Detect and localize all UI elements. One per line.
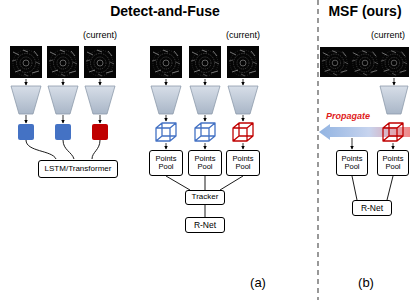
flow-arrow	[166, 143, 167, 149]
panel-title: MSF (ours)	[328, 4, 401, 19]
propagate-label: Propagate	[326, 112, 370, 122]
3d-box	[383, 123, 403, 141]
connector	[352, 176, 357, 200]
panel-tag: (a)	[250, 276, 266, 290]
3d-box	[195, 123, 215, 141]
connector	[166, 176, 190, 190]
node-text: R-Net	[361, 204, 383, 213]
fusion-line	[92, 140, 100, 159]
points-pool-box: Points Pool	[149, 150, 183, 176]
propagate-arrow	[319, 124, 410, 140]
encoder	[151, 86, 181, 114]
encoder	[11, 86, 41, 114]
lidar-scan	[379, 47, 409, 77]
flow-arrow	[166, 115, 167, 121]
flow-arrow	[63, 79, 64, 85]
panel-tag: (b)	[358, 276, 374, 290]
flow-arrow	[393, 143, 394, 149]
lidar-scan	[350, 47, 380, 77]
feature-map	[55, 124, 71, 140]
flow-arrow	[243, 79, 244, 85]
lidar-scans	[10, 46, 409, 78]
flow-arrow	[26, 79, 27, 85]
frame-tag: (current)	[371, 31, 405, 41]
lidar-scan	[47, 46, 79, 78]
divider-line	[317, 0, 318, 300]
flow-arrow	[205, 79, 206, 85]
lidar-scan	[189, 46, 221, 78]
frame-tag: (current)	[83, 31, 117, 41]
3d-box	[233, 123, 253, 141]
encoders	[11, 86, 408, 114]
flow-arrow	[100, 115, 101, 123]
refine-net-box: R-Net	[352, 200, 392, 216]
node-text: Points Pool	[337, 155, 367, 171]
points-pool-box: Points Pool	[377, 150, 409, 176]
fusion-lines	[26, 140, 100, 159]
lidar-scan	[227, 46, 259, 78]
frame-tag: (current)	[226, 31, 260, 41]
3d-boxes	[156, 123, 403, 141]
encoder	[380, 86, 408, 114]
feature-map	[18, 124, 34, 140]
3d-box	[156, 123, 176, 141]
flow-arrow	[100, 79, 101, 85]
connector	[205, 205, 206, 217]
points-pool-box: Points Pool	[226, 150, 260, 176]
feature-maps	[18, 124, 108, 140]
encoder	[228, 86, 258, 114]
node-text: Points Pool	[150, 155, 182, 171]
feature-map	[92, 124, 108, 140]
flow-arrow	[352, 138, 353, 149]
flow-arrow	[166, 79, 167, 85]
points-pool-box: Points Pool	[336, 150, 368, 176]
flow-arrows	[26, 78, 394, 149]
points-pool-box: Points Pool	[188, 150, 222, 176]
flow-arrow	[26, 115, 27, 123]
tracker-box: Tracker	[185, 190, 225, 205]
refine-net-box: R-Net	[185, 217, 225, 233]
node-text: Points Pool	[378, 155, 408, 171]
connector	[205, 176, 206, 190]
connector	[387, 176, 393, 200]
panel-title: Detect-and-Fuse	[110, 4, 220, 19]
fusion-box: LSTM/Transformer	[38, 160, 118, 178]
flow-arrow	[205, 143, 206, 149]
fusion-line	[26, 140, 56, 159]
encoder	[48, 86, 78, 114]
flow-arrow	[243, 143, 244, 149]
flow-arrow	[63, 115, 64, 123]
lidar-scan	[320, 47, 350, 77]
flow-arrow	[394, 78, 395, 85]
flow-arrow	[205, 115, 206, 121]
flow-arrow	[243, 115, 244, 121]
lidar-scan	[10, 46, 42, 78]
node-text: LSTM/Transformer	[45, 165, 112, 173]
lidar-scan	[150, 46, 182, 78]
encoder	[85, 86, 115, 114]
connector	[220, 176, 243, 190]
node-text: Points Pool	[189, 155, 221, 171]
fusion-line	[63, 140, 74, 159]
lidar-scan	[84, 46, 116, 78]
encoder	[190, 86, 220, 114]
node-text: Points Pool	[227, 155, 259, 171]
node-text: R-Net	[194, 221, 216, 230]
node-text: Tracker	[192, 193, 219, 201]
